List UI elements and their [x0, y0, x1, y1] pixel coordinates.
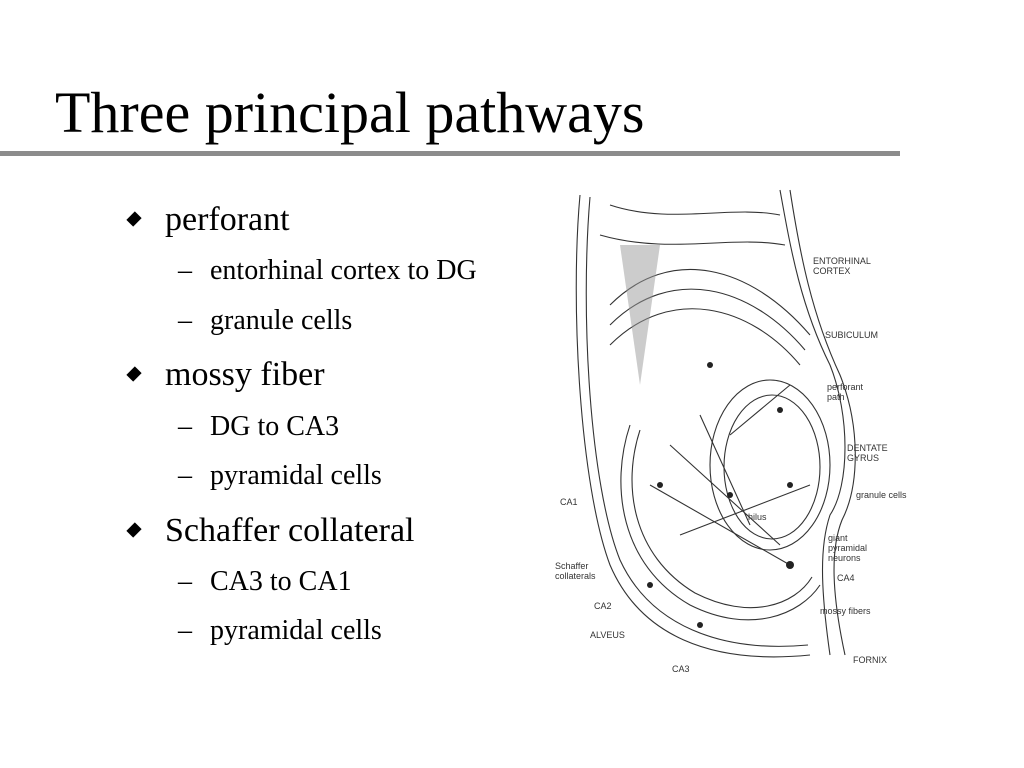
label-ca2: CA2 [594, 601, 612, 611]
label-collaterals: collaterals [555, 571, 596, 581]
dash-icon: – [178, 460, 192, 491]
title-divider [0, 151, 900, 156]
bullet-label: Schaffer collateral [165, 512, 415, 549]
label-entorhinal: ENTORHINAL [813, 256, 871, 266]
label-neurons: neurons [828, 553, 861, 563]
label-pyramidal: pyramidal [828, 543, 867, 553]
diamond-bullet-icon [126, 366, 142, 382]
label-giant: giant [828, 533, 848, 543]
label-fornix: FORNIX [853, 655, 887, 665]
bullet-label: perforant [165, 201, 290, 238]
label-path: path [827, 392, 845, 402]
label-cortex: CORTEX [813, 266, 850, 276]
label-subiculum: SUBICULUM [825, 330, 878, 340]
diamond-bullet-icon [126, 211, 142, 227]
hippocampus-diagram: ENTORHINAL CORTEX SUBICULUM perforant pa… [555, 189, 907, 674]
label-ca4: CA4 [837, 573, 855, 583]
sub-bullet-label: granule cells [210, 305, 353, 336]
dash-icon: – [178, 411, 192, 442]
label-ca3: CA3 [672, 664, 690, 674]
dash-icon: – [178, 566, 192, 597]
label-alveus: ALVEUS [590, 630, 625, 640]
sub-bullet-label: pyramidal cells [210, 460, 382, 491]
sub-bullet-label: entorhinal cortex to DG [210, 255, 477, 286]
sub-bullet-label: DG to CA3 [210, 411, 340, 442]
label-perforant: perforant [827, 382, 864, 392]
dash-icon: – [178, 255, 192, 286]
label-ca1: CA1 [560, 497, 578, 507]
label-mossy-fibers: mossy fibers [820, 606, 871, 616]
neuron-markers [647, 362, 794, 628]
diagram-labels: ENTORHINAL CORTEX SUBICULUM perforant pa… [555, 256, 907, 674]
label-dentate: DENTATE [847, 443, 888, 453]
dash-icon: – [178, 305, 192, 336]
diagram-drawing [575, 189, 856, 658]
sub-bullet-label: CA3 to CA1 [210, 566, 352, 597]
bullet-label: mossy fiber [165, 356, 325, 393]
dash-icon: – [178, 615, 192, 646]
label-hilus: hilus [748, 512, 767, 522]
label-schaffer: Schaffer [555, 561, 588, 571]
slide-title: Three principal pathways [55, 80, 645, 145]
diamond-bullet-icon [126, 522, 142, 538]
label-gyrus: GYRUS [847, 453, 879, 463]
label-granule-cells: granule cells [856, 490, 907, 500]
sub-bullet-label: pyramidal cells [210, 615, 382, 646]
